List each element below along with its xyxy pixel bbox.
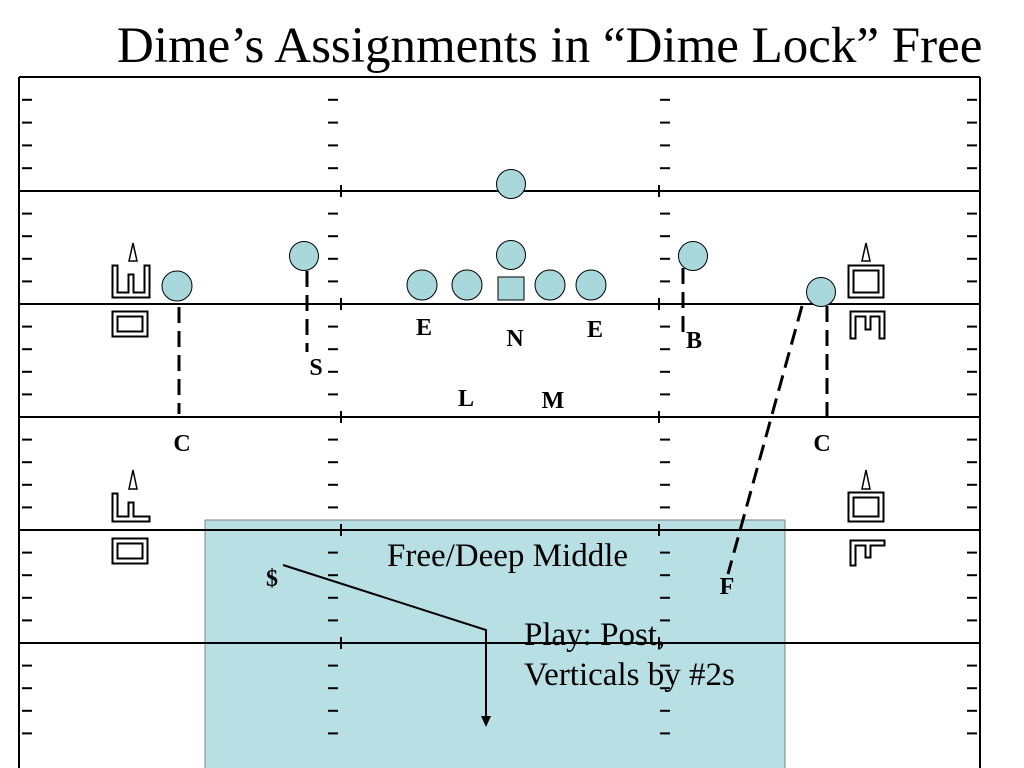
label-c-left: C [173,431,190,457]
label-b: B [686,328,702,354]
label-m: M [542,388,565,414]
player-circle [496,169,526,199]
double-box-icon [847,264,885,299]
rotated-f-glyph-icon [849,539,886,567]
label-dollar: $ [266,566,278,592]
arrowhead-icon [481,716,491,727]
play-line-1: Play: Post, [524,617,665,653]
route-arrow [282,564,491,727]
assignment-dashed-line [726,305,804,575]
label-s: S [309,355,322,381]
rotated-e-glyph-icon [849,310,886,340]
assignment-lines [177,268,829,575]
formation-symbols-left-top [111,242,151,338]
formation-symbols-right-top [847,242,886,340]
player-circle [678,241,708,271]
double-box-icon [847,491,885,523]
label-e-left: E [416,315,432,341]
triangle-marker-icon [861,469,871,490]
player-circle [534,269,566,301]
player-circle [161,270,193,302]
player-circle [406,269,438,301]
double-box-icon [111,537,149,565]
player-circle [806,277,836,307]
triangle-marker-icon [128,242,138,262]
hash-marks [22,98,977,735]
player-circle [575,269,607,301]
player-circle [451,269,483,301]
rotated-f-glyph-icon [111,492,151,523]
football-field [18,76,981,768]
triangle-marker-icon [861,242,871,262]
formation-symbols-right-bottom [847,469,886,567]
label-e-right: E [587,317,603,343]
double-box-icon [111,310,149,338]
label-l: L [458,386,474,412]
route-line [282,564,487,718]
rotated-e-glyph-icon [111,264,151,299]
player-circle [496,240,526,270]
label-n: N [506,326,524,352]
label-c-right: C [813,431,830,457]
triangle-marker-icon [128,469,138,490]
player-circle [289,241,319,271]
zone-label: Free/Deep Middle [387,538,628,574]
zone-text: Free/Deep Middle Play: Post, Verticals b… [387,538,735,693]
players [161,169,836,307]
slide-title: Dime’s Assignments in “Dime Lock” Free [117,18,982,74]
formation-symbols-left-bottom [111,469,151,565]
center-square [497,276,525,301]
play-line-2: Verticals by #2s [524,657,735,693]
defender-labels: C S E N E B L M C F $ [173,315,830,600]
label-f: F [720,574,735,600]
